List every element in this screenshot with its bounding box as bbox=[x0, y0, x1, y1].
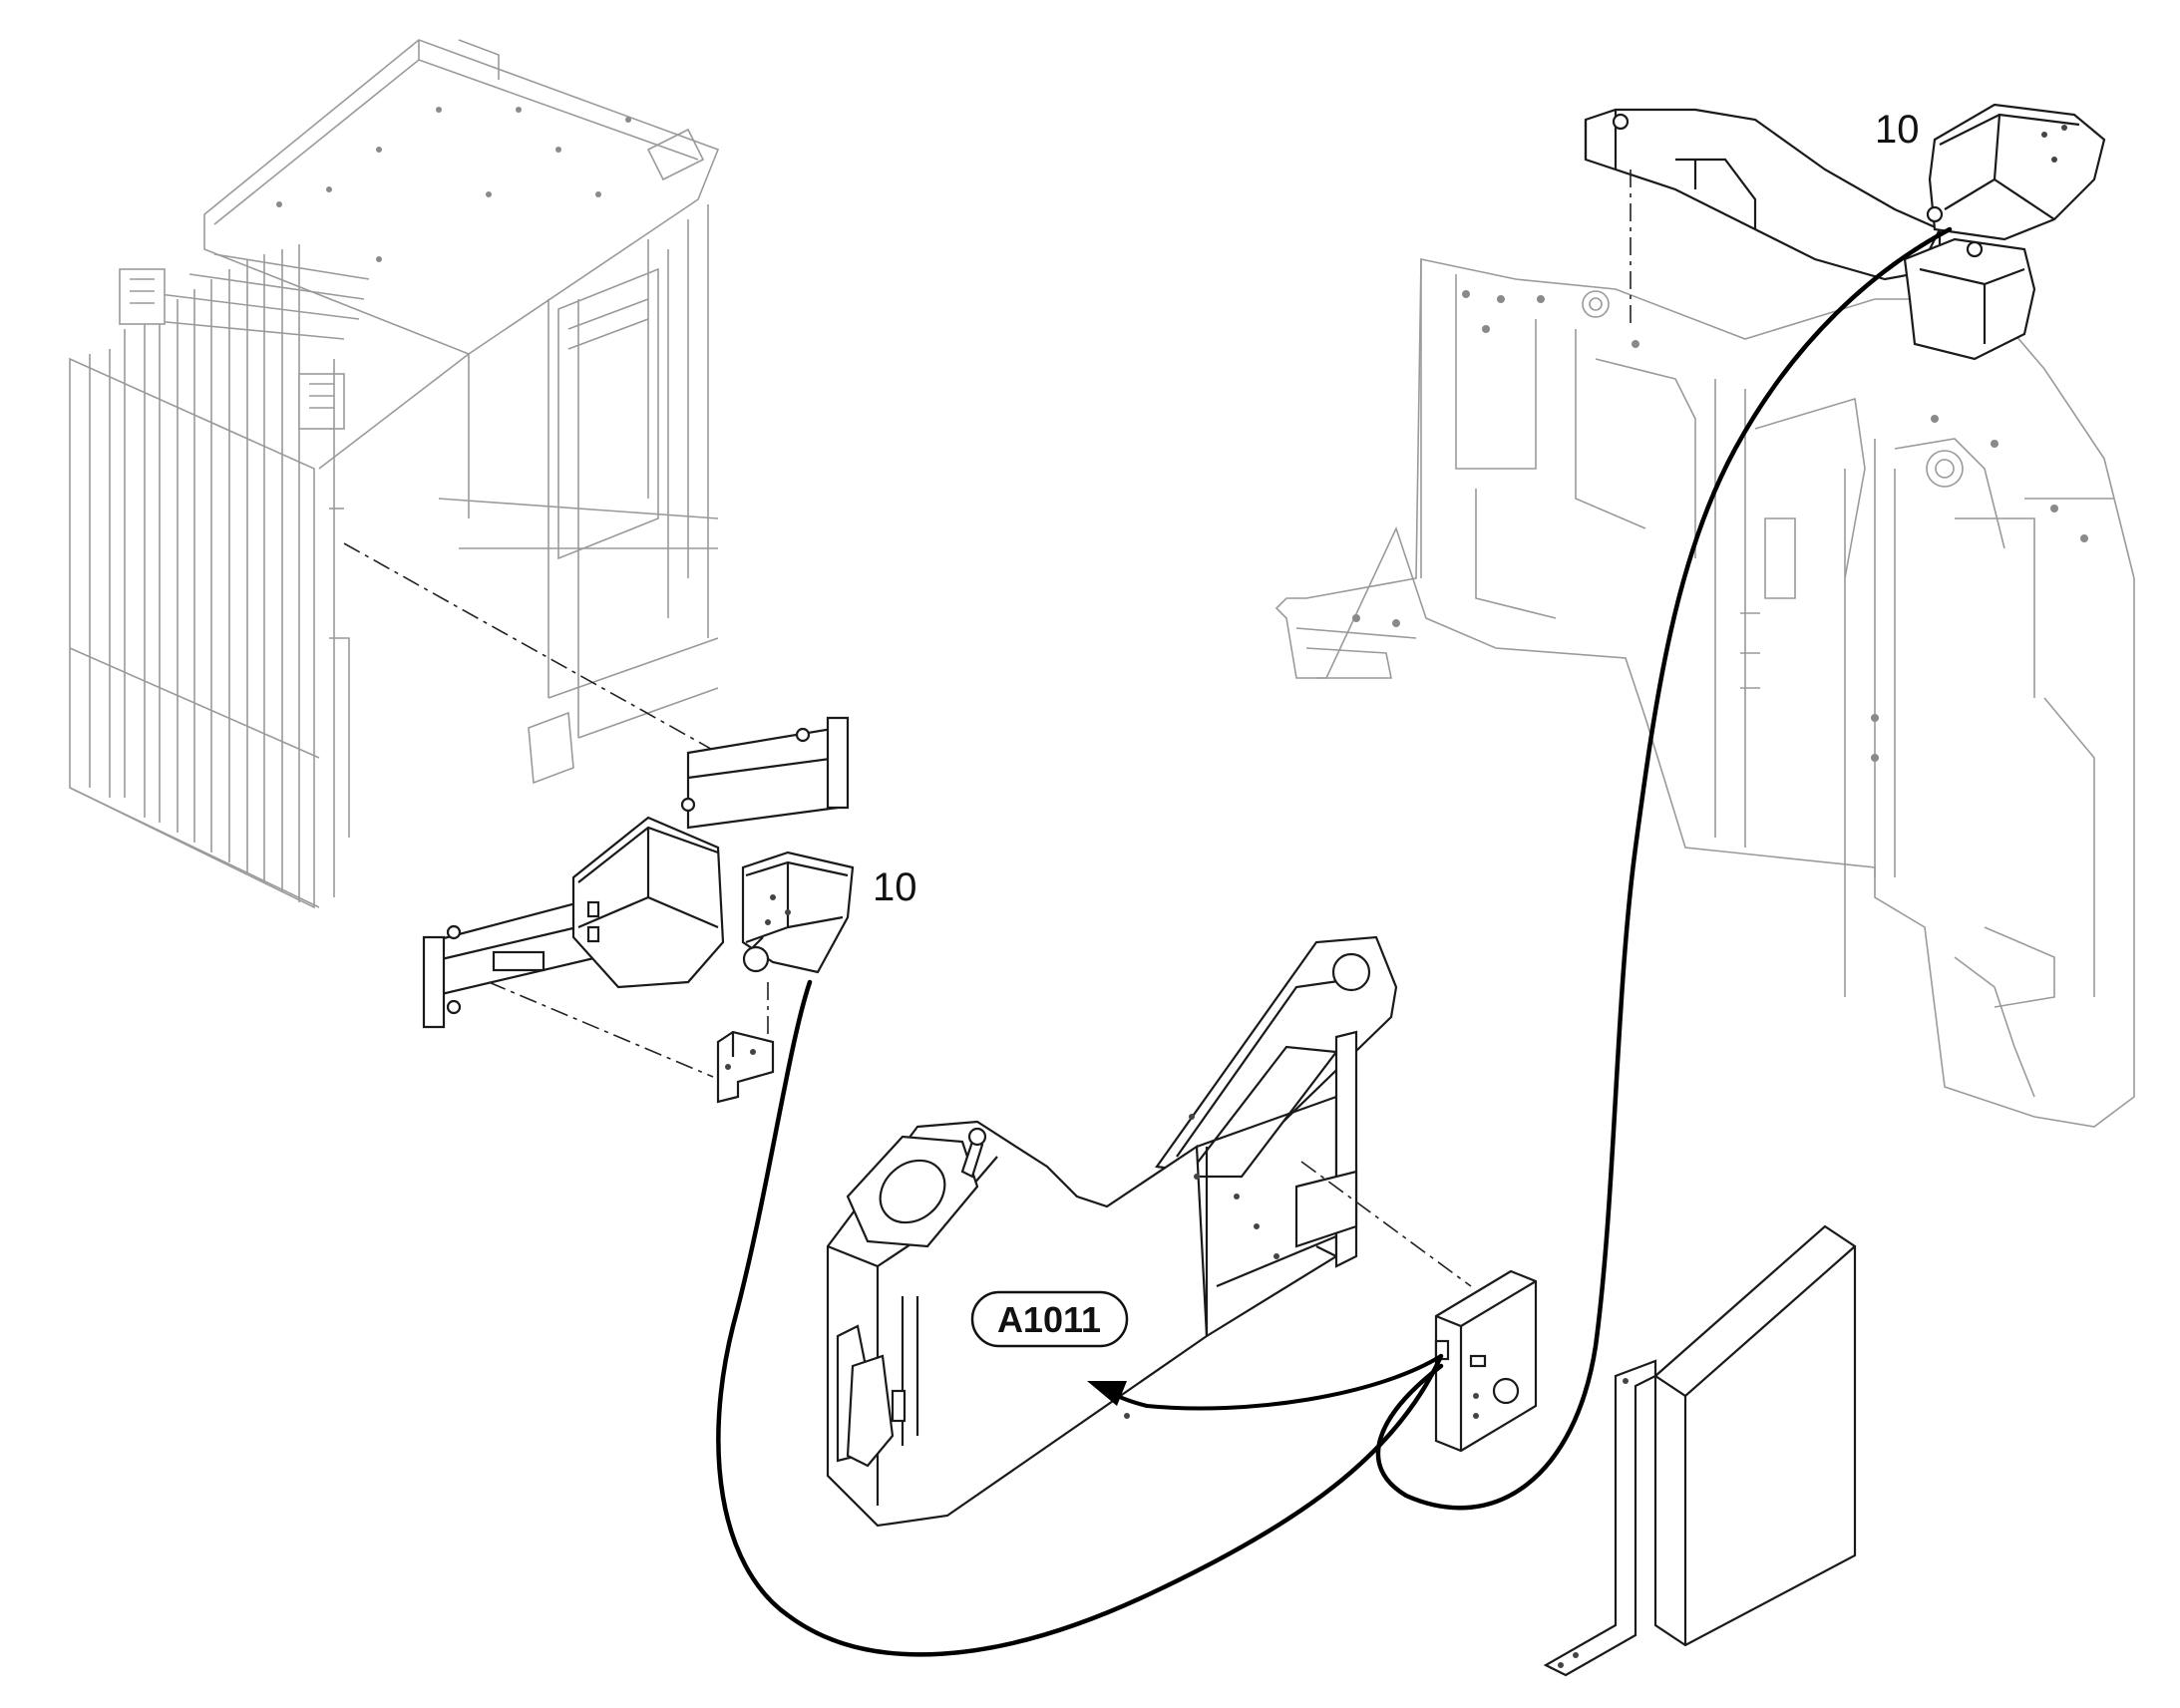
wiring-harness bbox=[716, 226, 1953, 1657]
part-label-top: 10 bbox=[1875, 108, 1920, 152]
component-callout: A1011 bbox=[970, 1290, 1129, 1348]
part-label-middle: 10 bbox=[873, 865, 917, 909]
arrow-head-icon bbox=[1087, 1381, 1127, 1406]
middle-mounting-rail bbox=[343, 542, 855, 1104]
overhead-guard-assembly bbox=[69, 39, 720, 909]
side-cover-panel bbox=[1543, 1224, 1857, 1677]
part-number-label-middle: 10 bbox=[873, 865, 917, 909]
truck-chassis-frame bbox=[1274, 258, 2135, 1128]
controller-module-a1011 bbox=[1434, 1269, 1538, 1453]
part-number-label-top: 10 bbox=[1875, 108, 1920, 152]
callout-bubble bbox=[970, 1290, 1129, 1348]
top-mounting-bracket bbox=[1584, 103, 2106, 361]
callout-label-a1011: A1011 bbox=[997, 1299, 1101, 1340]
control-console bbox=[826, 935, 1472, 1528]
